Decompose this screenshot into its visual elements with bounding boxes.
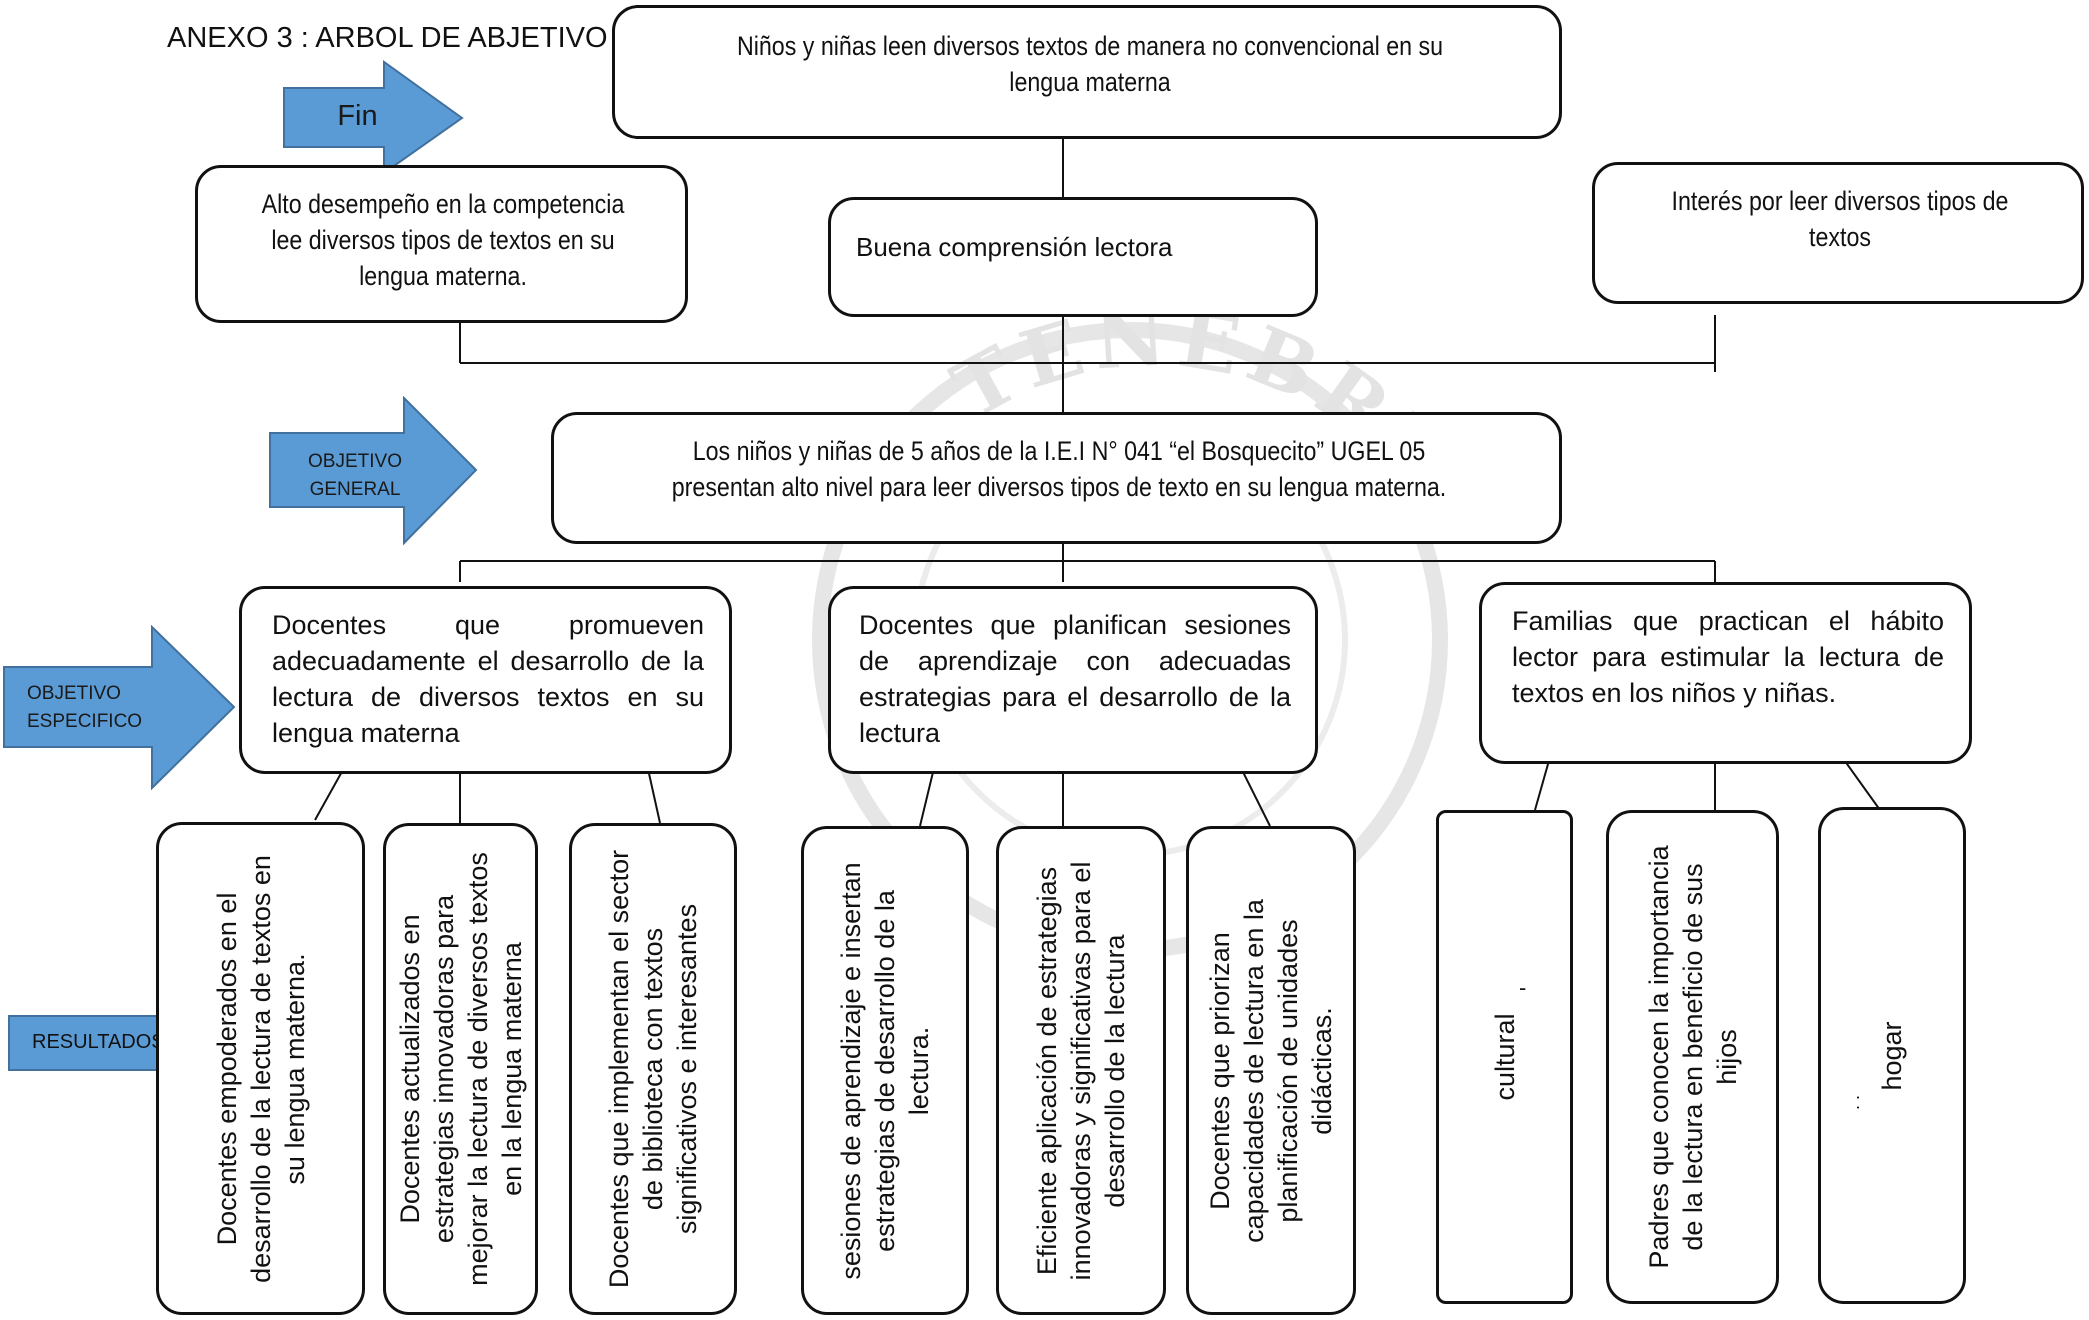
effect-left-text: Alto desempeño en la competencia lee div…: [261, 189, 625, 291]
result-box-7: cultural -: [1436, 810, 1573, 1304]
result-box-5: Eficiente aplicación de estrategias inno…: [996, 826, 1166, 1315]
result-box-9: hogar . .: [1818, 807, 1966, 1304]
result-1-text: Docentes empoderados en el desarrollo de…: [211, 854, 310, 1283]
result-box-2: Docentes actualizados en estrategias inn…: [383, 823, 538, 1315]
specific-objective-box-2: Docentes que planifican sesiones de apre…: [828, 586, 1318, 774]
resultados-label: RESULTADOS: [32, 1031, 165, 1053]
fin-arrow-label: Fin: [337, 100, 378, 132]
result-4-text: sesiones de aprendizaje e insertan estra…: [836, 861, 934, 1280]
result-9-text: hogar: [1877, 1020, 1907, 1091]
effect-center-text: Buena comprensión lectora: [856, 232, 1173, 262]
objetivo-general-arrow: [269, 396, 478, 546]
result-box-4: sesiones de aprendizaje e insertan estra…: [801, 826, 969, 1315]
result-box-3: Docentes que implementan el sector de bi…: [569, 823, 737, 1315]
resultados-label-box: RESULTADOS: [8, 1015, 165, 1071]
specific-objective-1-text: Docentes que promueven adecuadamente el …: [272, 610, 704, 748]
page-title: ANEXO 3 : ARBOL DE ABJETIVO: [167, 22, 608, 54]
result-6-text: Docentes que priorizan capacidades de le…: [1205, 898, 1337, 1243]
objetivo-general-label: OBJETIVO GENERAL: [285, 448, 425, 504]
specific-objective-2-text: Docentes que planifican sesiones de apre…: [859, 610, 1291, 748]
result-box-8: Padres que conocen la importancia de la …: [1606, 810, 1779, 1304]
specific-objective-box-1: Docentes que promueven adecuadamente el …: [239, 586, 732, 774]
objetivo-general-label-line2: GENERAL: [309, 479, 401, 500]
fin-box-text: Niños y niñas leen diversos textos de ma…: [736, 31, 1444, 97]
specific-objective-box-3: Familias que practican el hábito lector …: [1479, 582, 1972, 764]
result-7-text: cultural: [1489, 1013, 1520, 1101]
specific-objective-3-text: Familias que practican el hábito lector …: [1512, 606, 1944, 708]
fin-arrow: [283, 60, 464, 175]
result-3-text: Docentes que implementan el sector de bi…: [604, 849, 702, 1289]
effect-right-text: Interés por leer diversos tipos de texto…: [1671, 186, 2009, 252]
general-objective-box: Los niños y niñas de 5 años de la I.E.I …: [551, 412, 1562, 544]
result-5-text: Eficiente aplicación de estrategias inno…: [1032, 861, 1130, 1280]
result-7-mark: -: [1519, 975, 1527, 1000]
result-box-1: Docentes empoderados en el desarrollo de…: [156, 822, 365, 1315]
effect-box-right: Interés por leer diversos tipos de texto…: [1592, 162, 2084, 304]
objetivo-general-label-line1: OBJETIVO: [308, 451, 402, 472]
objetivo-especifico-label-line2: ESPECIFICO: [27, 711, 143, 732]
effect-box-center: Buena comprensión lectora: [828, 197, 1318, 317]
result-2-text: Docentes actualizados en estrategias inn…: [394, 852, 527, 1286]
objetivo-especifico-label: OBJETIVO ESPECIFICO: [27, 680, 167, 736]
objetivo-especifico-arrow: [3, 625, 236, 790]
fin-box: Niños y niñas leen diversos textos de ma…: [612, 5, 1562, 139]
result-box-6: Docentes que priorizan capacidades de le…: [1186, 826, 1356, 1315]
general-objective-text: Los niños y niñas de 5 años de la I.E.I …: [671, 436, 1447, 502]
result-9-mark: . .: [1843, 1094, 1863, 1110]
objetivo-especifico-label-line1: OBJETIVO: [27, 683, 121, 704]
effect-box-left: Alto desempeño en la competencia lee div…: [195, 165, 688, 323]
result-8-text: Padres que conocen la importancia de la …: [1643, 845, 1742, 1269]
